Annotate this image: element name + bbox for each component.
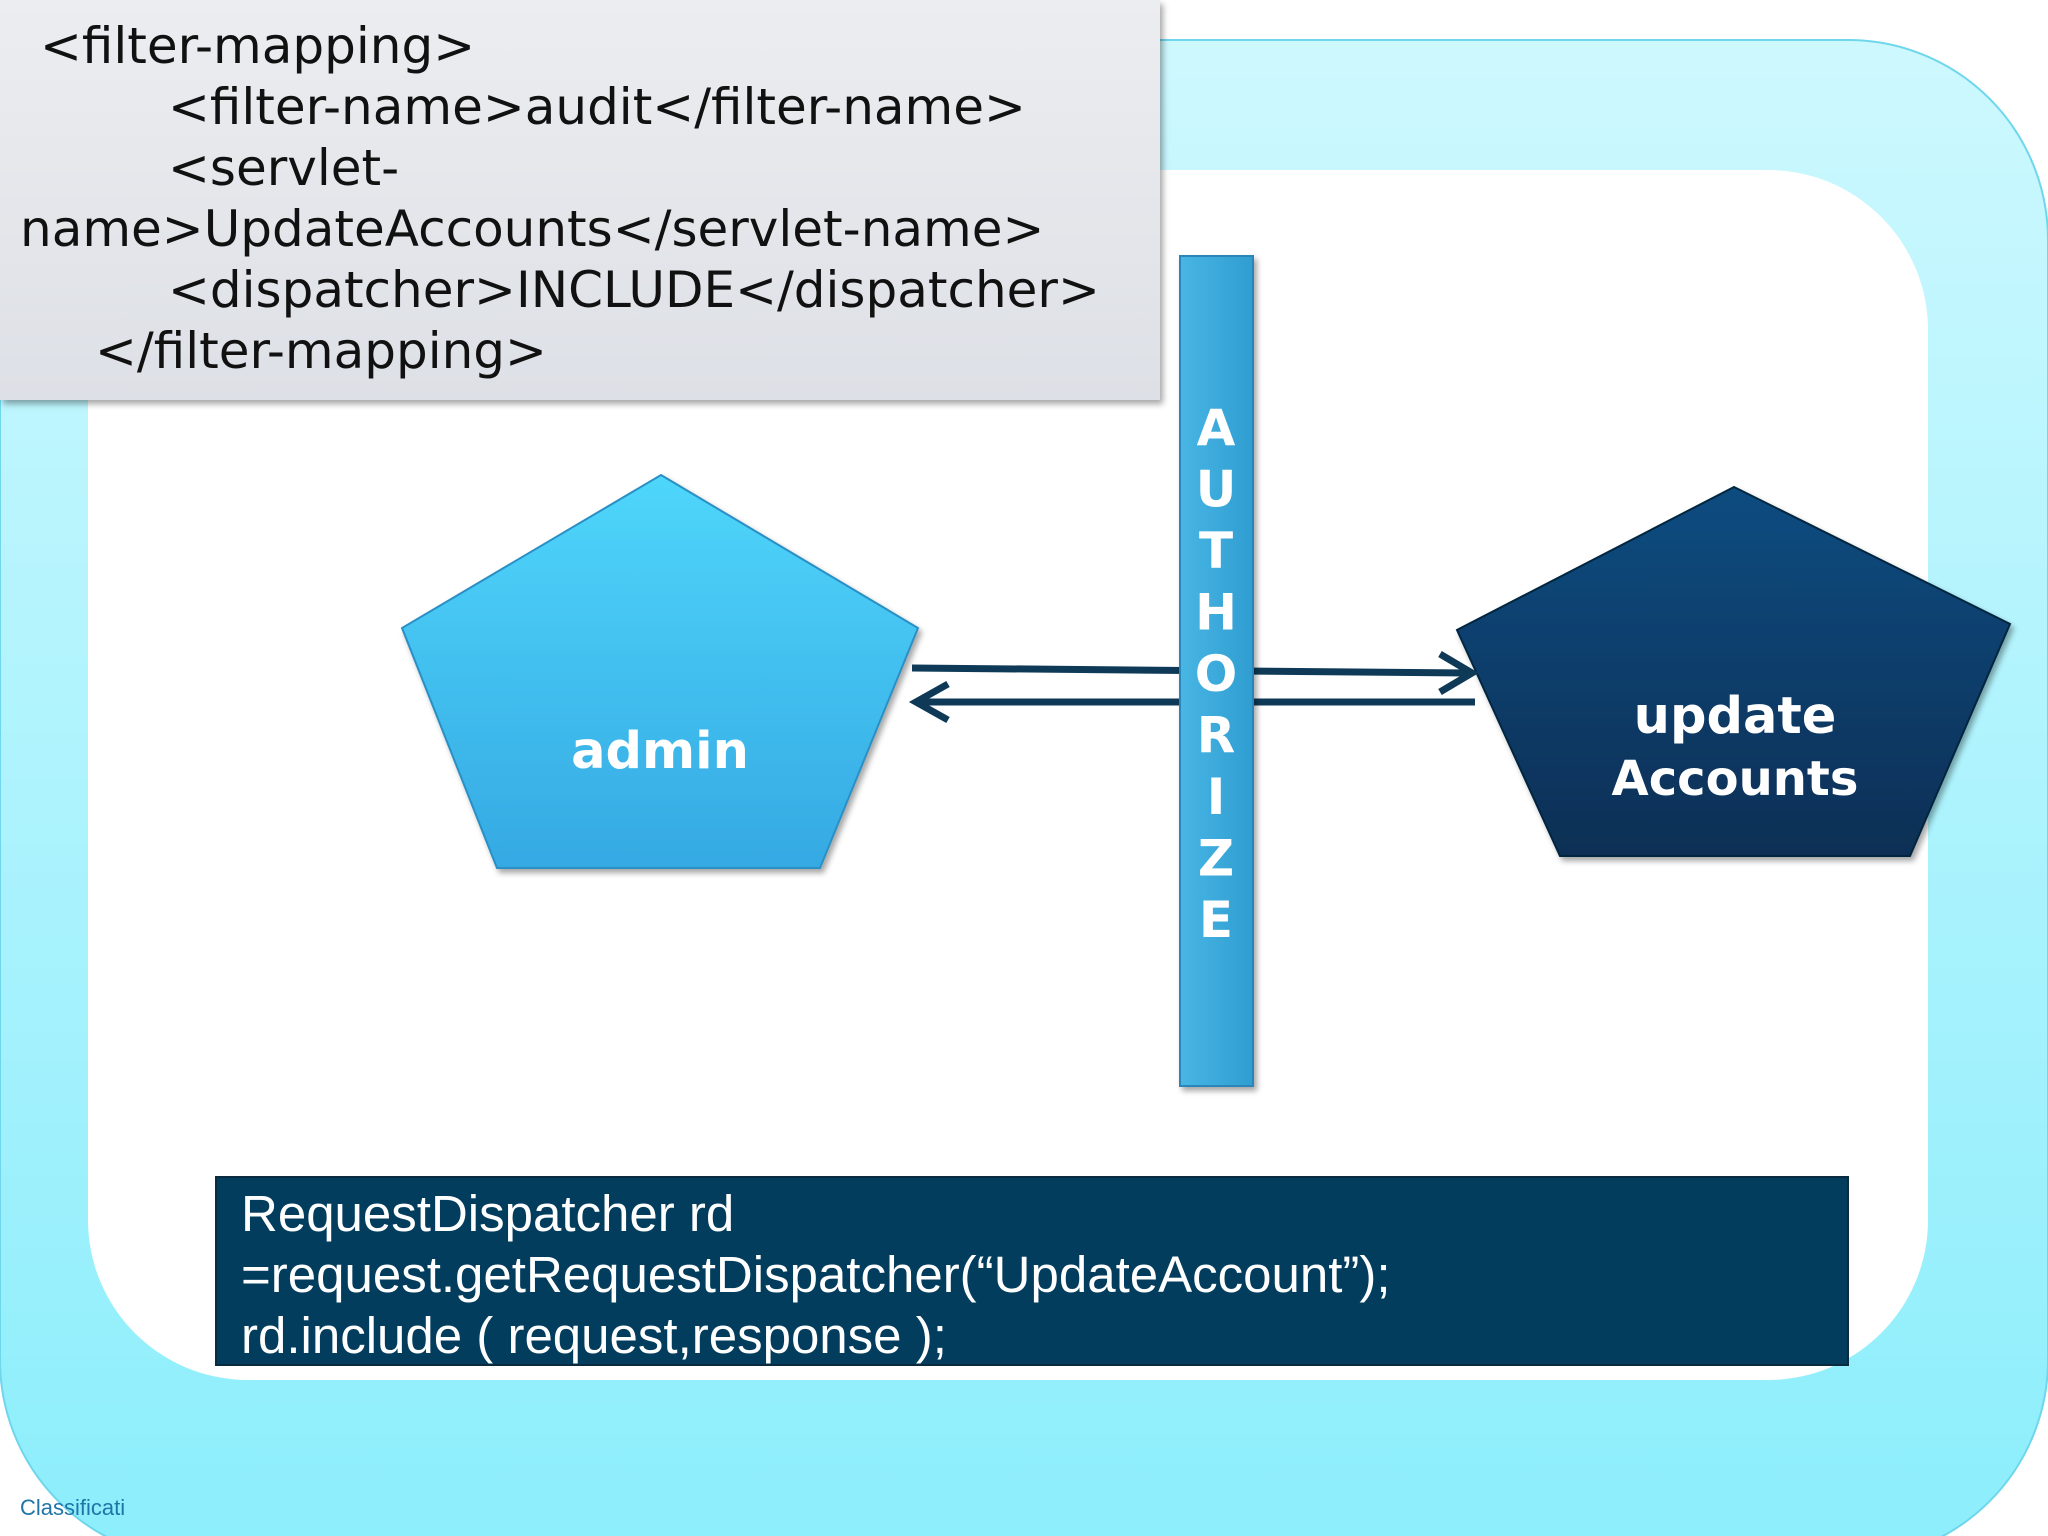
authorize-letter: H <box>1195 584 1237 642</box>
authorize-letter: I <box>1207 768 1226 826</box>
authorize-letter: E <box>1199 891 1233 949</box>
update-accounts-node <box>1455 485 2012 857</box>
filter-mapping-close-tag: </filter-mapping> <box>95 322 547 380</box>
request-dispatcher-code-box: RequestDispatcher rd =request.getRequest… <box>215 1176 1849 1366</box>
update-accounts-label-line2: Accounts <box>1612 751 1859 807</box>
admin-label: admin <box>571 722 749 781</box>
filter-mapping-box: <filter-mapping> <filter-name>audit</fil… <box>0 0 1160 400</box>
filter-mapping-open-tag: <filter-mapping> <box>40 17 476 75</box>
authorize-letter: Z <box>1198 830 1234 888</box>
inner-panel <box>88 170 1928 1380</box>
dispatcher-line: <dispatcher>INCLUDE</dispatcher> <box>168 261 1100 319</box>
authorize-bar <box>1179 255 1254 1087</box>
classification-footer: Classificati <box>20 1495 126 1520</box>
authorize-letter: O <box>1195 645 1238 703</box>
authorize-letter: R <box>1197 707 1236 765</box>
dispatcher-code-line-2: =request.getRequestDispatcher(“UpdateAcc… <box>241 1246 1391 1303</box>
filter-name-line: <filter-name>audit</filter-name> <box>168 78 1026 136</box>
authorize-letter: T <box>1199 522 1233 580</box>
authorize-letter: U <box>1196 461 1237 519</box>
servlet-name-line-part2: name>UpdateAccounts</servlet-name> <box>20 200 1045 258</box>
admin-node <box>400 473 920 869</box>
servlet-name-line-part1: <servlet- <box>168 139 400 197</box>
dispatcher-code-line-3: rd.include ( request,response ); <box>241 1307 947 1364</box>
update-accounts-label-line1: update <box>1634 687 1837 746</box>
dispatcher-code-line-1: RequestDispatcher rd <box>241 1185 735 1242</box>
authorize-letter: A <box>1197 399 1236 457</box>
